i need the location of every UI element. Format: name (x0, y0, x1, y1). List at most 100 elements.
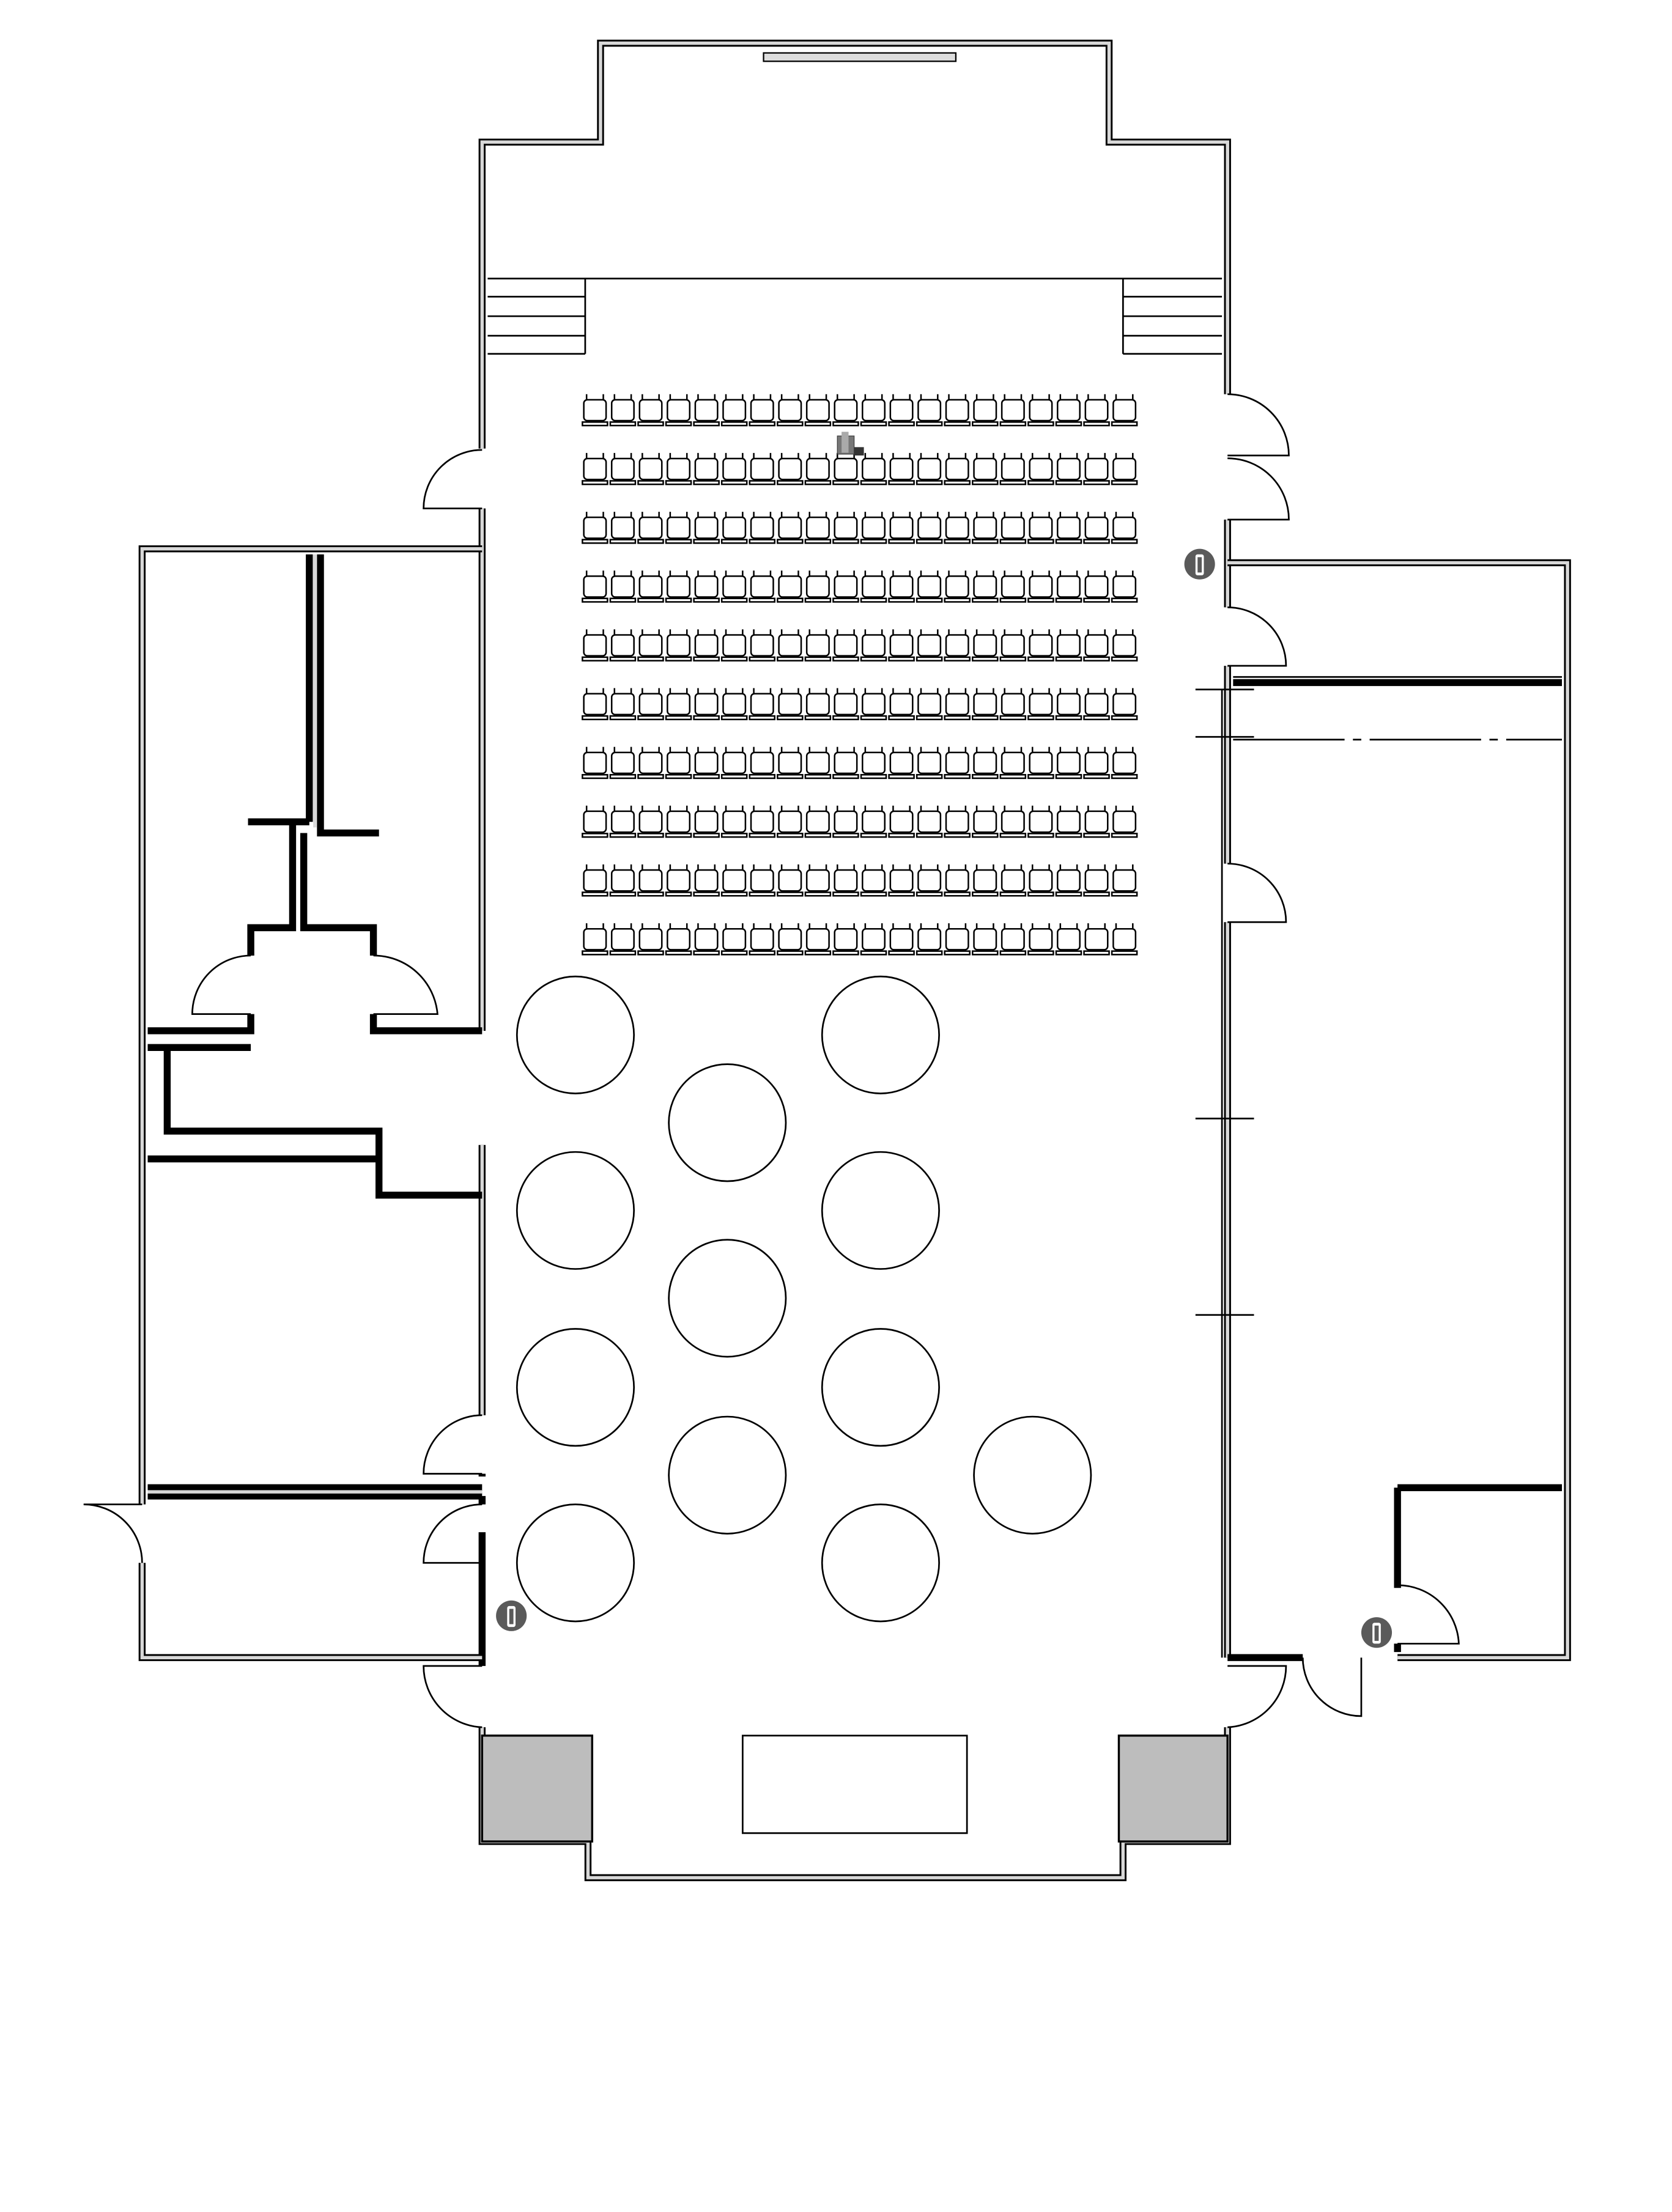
chair-icon (999, 629, 1027, 662)
chair-icon (888, 747, 915, 780)
chair-icon (916, 512, 943, 544)
chair-icon (749, 512, 776, 544)
round-table-icon (516, 975, 635, 1094)
chair-icon (665, 805, 692, 838)
chair-icon (720, 864, 748, 897)
chair-icon (888, 688, 915, 721)
chair-icon (888, 512, 915, 544)
chair-icon (860, 864, 887, 897)
door-swing-icon[interactable] (1227, 1665, 1287, 1728)
chair-icon (999, 747, 1027, 780)
door-swing-icon[interactable] (1397, 1584, 1460, 1645)
chair-icon (944, 688, 971, 721)
door-swing-icon[interactable] (423, 449, 483, 509)
chair-icon (999, 688, 1027, 721)
chair-icon (637, 923, 664, 956)
door-swing-icon[interactable] (423, 1665, 483, 1728)
chair-icon (693, 805, 720, 838)
chair-icon (888, 864, 915, 897)
chair-icon (609, 805, 637, 838)
chair-icon (665, 452, 692, 485)
chair-icon (916, 688, 943, 721)
chair-icon (665, 864, 692, 897)
theater-seating (582, 394, 1138, 956)
door-swing-icon[interactable] (1227, 863, 1287, 923)
chair-icon (1083, 864, 1110, 897)
chair-icon (888, 629, 915, 662)
chair-icon (860, 512, 887, 544)
door-swing-icon[interactable] (1301, 1657, 1363, 1717)
round-table-icon (668, 1415, 787, 1535)
chair-icon (972, 688, 999, 721)
chair-icon (888, 394, 915, 427)
chair-icon (637, 394, 664, 427)
chair-icon (637, 512, 664, 544)
chair-icon (1111, 394, 1138, 427)
doors (83, 393, 1460, 1728)
chair-icon (665, 923, 692, 956)
chair-icon (999, 864, 1027, 897)
door-swing-icon[interactable] (423, 1503, 483, 1564)
chair-icon (637, 629, 664, 662)
door-swing-icon[interactable] (1227, 606, 1287, 667)
door-swing-icon[interactable] (423, 1414, 483, 1475)
chair-icon (693, 570, 720, 603)
chair-icon (916, 923, 943, 956)
chair-icon (582, 747, 609, 780)
chair-icon (972, 923, 999, 956)
chair-icon (944, 923, 971, 956)
chair-icon (832, 805, 859, 838)
chair-icon (777, 805, 804, 838)
bottom-stage-platform (741, 1735, 968, 1834)
chair-icon (888, 570, 915, 603)
chair-icon (609, 452, 637, 485)
chair-icon (777, 747, 804, 780)
chair-icon (749, 452, 776, 485)
chair-icon (609, 394, 637, 427)
chair-icon (665, 688, 692, 721)
chair-icon (720, 394, 748, 427)
chair-icon (972, 452, 999, 485)
chair-icon (804, 629, 832, 662)
chair-icon (1027, 864, 1054, 897)
chair-icon (1055, 805, 1082, 838)
chair-icon (1055, 629, 1082, 662)
chair-icon (999, 512, 1027, 544)
chair-icon (693, 864, 720, 897)
chair-icon (832, 747, 859, 780)
chair-icon (582, 570, 609, 603)
chair-icon (832, 629, 859, 662)
chair-icon (609, 688, 637, 721)
door-swing-icon[interactable] (191, 954, 251, 1015)
round-table-icon (973, 1415, 1092, 1535)
round-tables (516, 975, 1092, 1623)
chair-icon (609, 570, 637, 603)
chair-icon (944, 805, 971, 838)
door-swing-icon[interactable] (1227, 393, 1290, 457)
chair-icon (693, 629, 720, 662)
chair-icon (1027, 688, 1054, 721)
chair-icon (609, 512, 637, 544)
chair-icon (1083, 747, 1110, 780)
chair-icon (804, 394, 832, 427)
chair-icon (1111, 747, 1138, 780)
chair-icon (972, 512, 999, 544)
chair-icon (944, 570, 971, 603)
chair-icon (916, 747, 943, 780)
chair-icon (582, 923, 609, 956)
chair-icon (860, 923, 887, 956)
chair-icon (777, 688, 804, 721)
door-swing-icon[interactable] (83, 1503, 143, 1563)
door-swing-icon[interactable] (1227, 457, 1290, 521)
door-swing-icon[interactable] (373, 954, 438, 1015)
chair-icon (1055, 923, 1082, 956)
right-wing-wall (1227, 559, 1571, 1661)
chair-icon (832, 394, 859, 427)
chair-icon (693, 452, 720, 485)
chair-icon (804, 805, 832, 838)
shaded-column-left (481, 1735, 594, 1843)
chair-icon (1027, 570, 1054, 603)
stairs-icon (487, 295, 1223, 355)
chair-icon (1083, 394, 1110, 427)
